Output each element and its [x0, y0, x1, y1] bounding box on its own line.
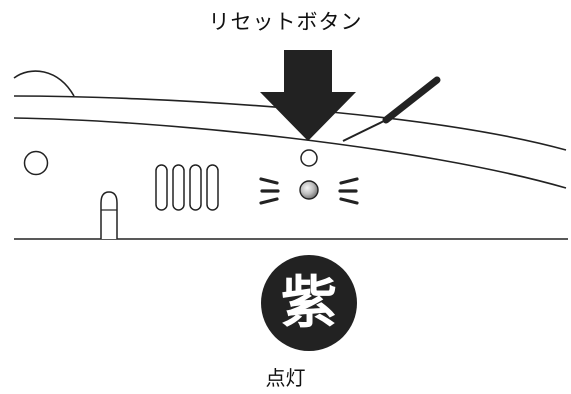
- reset-button-hole: [300, 149, 318, 167]
- device-lid-arc: [13, 70, 75, 97]
- light-rays-right: [338, 177, 359, 205]
- light-ray: [259, 197, 279, 205]
- vent-slot: [155, 164, 168, 211]
- connector-post: [100, 191, 118, 239]
- vent-slot: [189, 164, 202, 211]
- vent-slot: [206, 164, 219, 211]
- light-ray: [339, 197, 359, 205]
- reset-pin-tip: [342, 119, 387, 142]
- light-ray: [259, 177, 279, 185]
- color-badge: [261, 255, 357, 351]
- light-rays-left: [259, 177, 280, 205]
- vent-slot: [172, 164, 185, 211]
- indicator-lamp: [299, 180, 319, 200]
- light-ray: [339, 177, 359, 185]
- vent-slots: [155, 164, 219, 211]
- diagram-title: リセットボタン: [208, 10, 363, 34]
- device-front-edge: [13, 117, 567, 189]
- reset-pin: [382, 76, 441, 124]
- down-arrow: [260, 50, 356, 141]
- side-button: [23, 150, 49, 176]
- lamp-status-text: 点灯: [265, 366, 306, 390]
- color-badge-label: 紫: [281, 271, 337, 336]
